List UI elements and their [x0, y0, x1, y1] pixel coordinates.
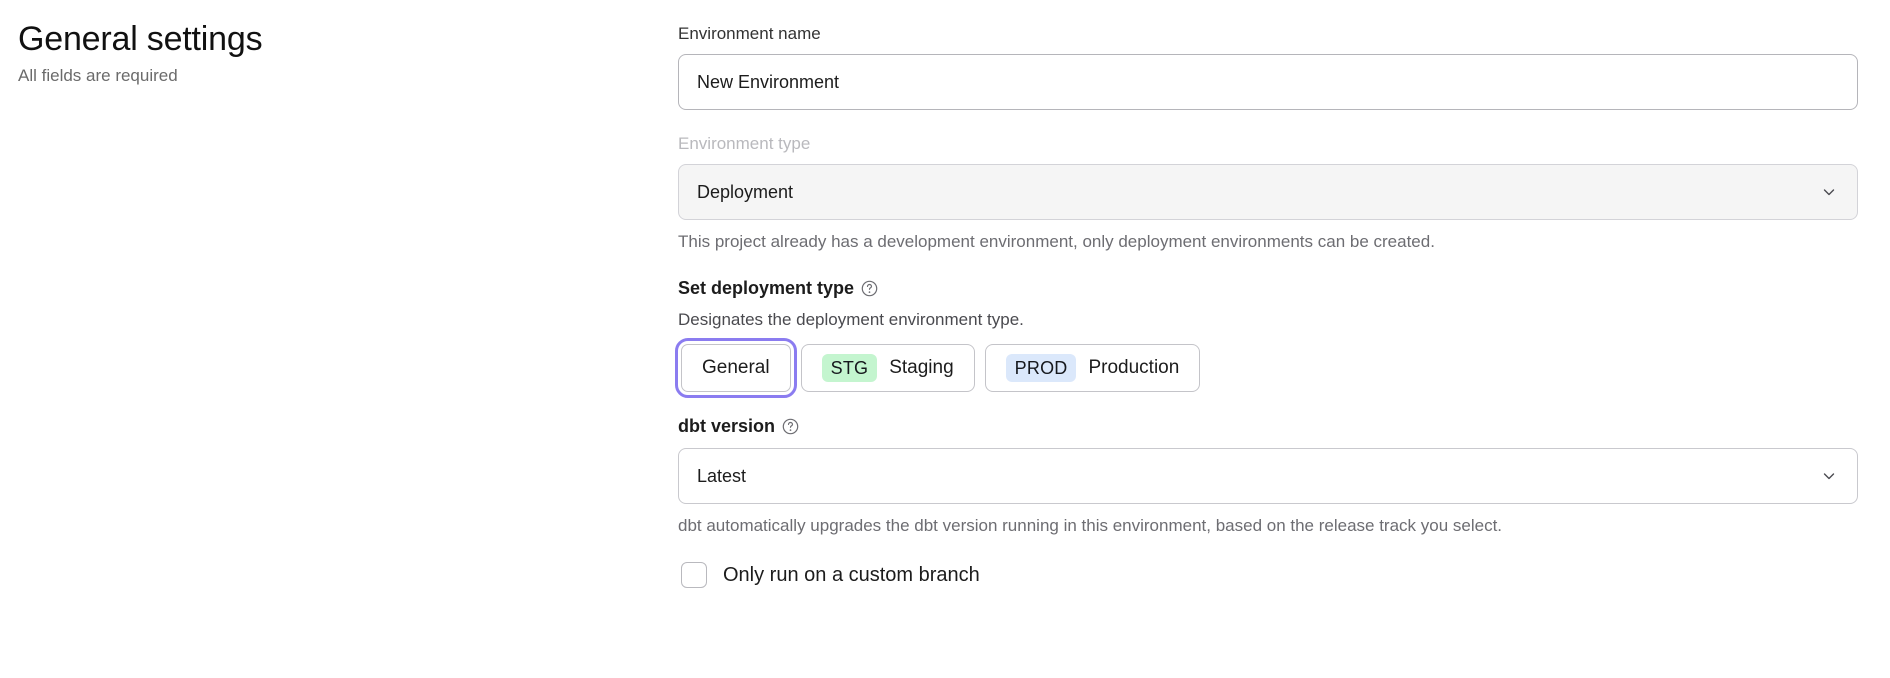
page-subtitle: All fields are required	[18, 66, 178, 85]
environment-name-label: Environment name	[678, 24, 821, 43]
dbt-version-select-wrap: Latest	[678, 448, 1858, 504]
help-circle-icon[interactable]	[861, 280, 878, 297]
production-badge: PROD	[1005, 354, 1077, 382]
spacer	[678, 392, 1858, 414]
dbt-version-value: Latest	[697, 465, 747, 486]
environment-type-hint: This project already has a development e…	[678, 232, 1435, 251]
page-title: General settings	[18, 20, 263, 58]
option-production-label: Production	[1088, 357, 1180, 378]
field-deployment-type: Set deployment type Designates the deplo…	[675, 276, 1858, 398]
environment-name-input[interactable]	[678, 54, 1858, 110]
dbt-version-select[interactable]: Latest	[678, 448, 1858, 504]
option-general-label: General	[702, 357, 770, 378]
spacer	[678, 254, 1858, 276]
environment-type-label: Environment type	[678, 134, 811, 153]
help-circle-icon[interactable]	[782, 418, 799, 435]
deployment-type-option-general[interactable]: General	[675, 338, 797, 398]
deployment-type-option-group: General STG Staging PROD Production	[675, 338, 1858, 398]
field-dbt-version: dbt version Latest	[678, 414, 1858, 538]
dbt-version-heading: dbt version	[678, 414, 1858, 438]
environment-type-select-wrap: Deployment	[678, 164, 1858, 220]
deployment-type-heading-text: Set deployment type	[678, 278, 855, 298]
staging-badge: STG	[821, 354, 878, 382]
deployment-type-option-production[interactable]: PROD Production	[984, 344, 1201, 392]
field-custom-branch: Only run on a custom branch	[678, 562, 1858, 588]
dbt-version-hint: dbt automatically upgrades the dbt versi…	[678, 516, 1503, 535]
field-environment-name: Environment name	[678, 22, 1858, 110]
dbt-version-label: dbt version	[678, 416, 776, 436]
settings-header: General settings All fields are required	[18, 18, 638, 88]
environment-type-select[interactable]: Deployment	[678, 164, 1858, 220]
deployment-type-option-staging[interactable]: STG Staging	[800, 344, 975, 392]
custom-branch-label: Only run on a custom branch	[723, 563, 980, 586]
settings-form: Environment name Environment type Deploy…	[675, 22, 1858, 588]
field-environment-type: Environment type Deployment This project…	[678, 132, 1858, 254]
custom-branch-checkbox[interactable]	[681, 562, 707, 588]
spacer	[678, 110, 1858, 132]
environment-type-value: Deployment	[697, 181, 794, 202]
option-staging-label: Staging	[889, 357, 954, 378]
deployment-type-description: Designates the deployment environment ty…	[678, 310, 1024, 329]
deployment-type-heading: Set deployment type	[678, 276, 1858, 300]
